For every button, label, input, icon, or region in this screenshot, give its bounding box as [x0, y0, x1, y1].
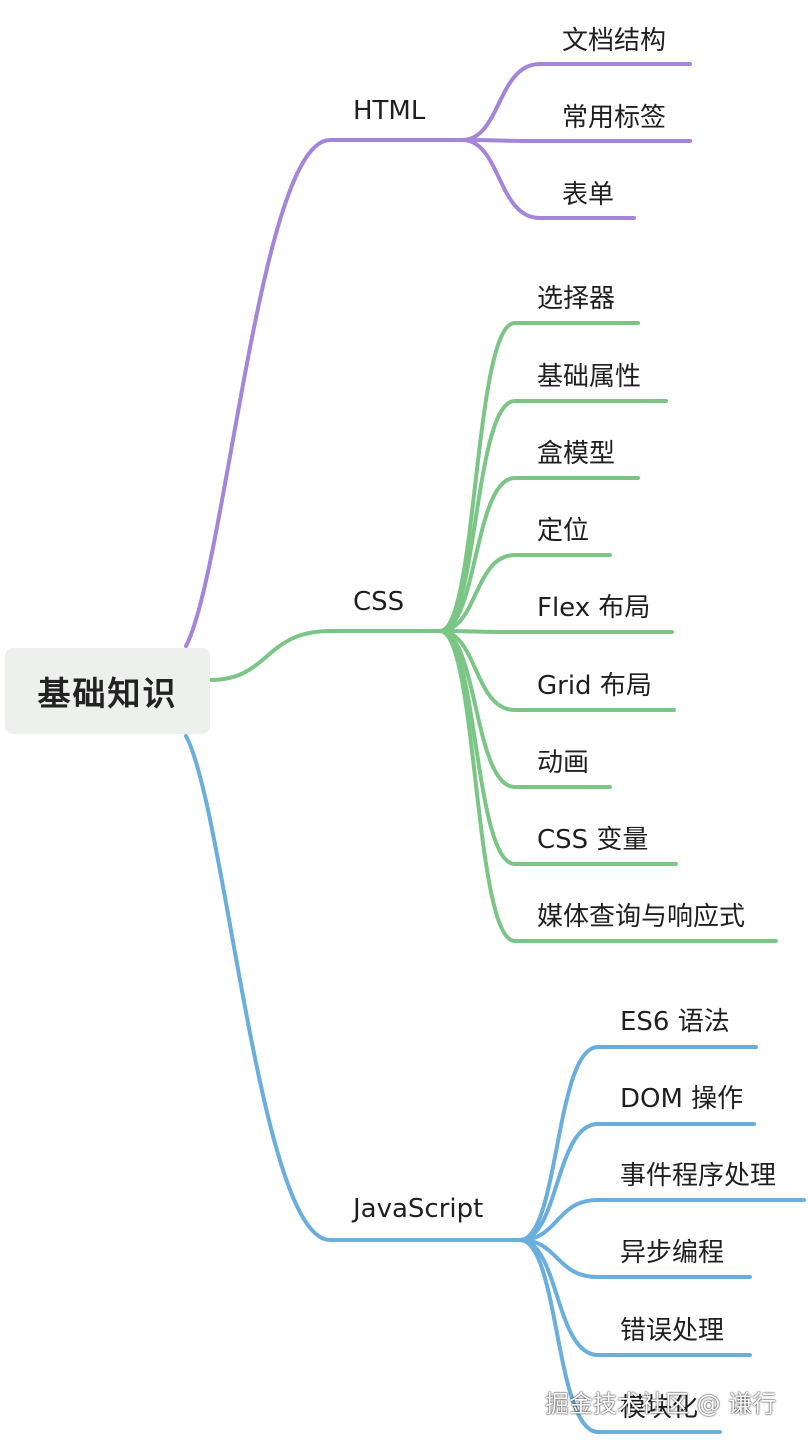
leaf-html-2[interactable]: 表单 [562, 180, 615, 210]
connector-js-leaf-5 [518, 1238, 722, 1434]
connector-js-leaf-2 [518, 1198, 806, 1242]
connector-js-leaf-4 [518, 1238, 752, 1357]
leaf-css-3[interactable]: 定位 [537, 516, 590, 546]
leaf-js-1[interactable]: DOM 操作 [620, 1084, 744, 1114]
connector-css-leaf-4 [438, 629, 674, 634]
connector-html-leaf-0 [460, 62, 692, 142]
connector-js-leaf-0 [518, 1045, 758, 1242]
leaf-css-2[interactable]: 盒模型 [537, 439, 616, 469]
connector-css-leaf-3 [438, 553, 612, 633]
leaf-css-7[interactable]: CSS 变量 [537, 825, 649, 855]
leaf-css-5[interactable]: Grid 布局 [537, 671, 652, 701]
root-node[interactable]: 基础知识 [5, 648, 210, 734]
connector-html-leaf-2 [460, 138, 636, 220]
leaf-css-0[interactable]: 选择器 [537, 284, 616, 314]
connector-root-js [184, 734, 522, 1242]
connector-html-leaf-1 [460, 138, 692, 143]
leaf-css-6[interactable]: 动画 [537, 748, 590, 778]
connector-js-leaf-3 [518, 1238, 752, 1279]
leaf-css-8[interactable]: 媒体查询与响应式 [537, 902, 746, 932]
connector-js-leaf-1 [518, 1122, 756, 1242]
connector-css-leaf-1 [438, 399, 668, 633]
connector-root-html [184, 138, 464, 648]
watermark-text: 掘金技术社区 @ 谦行 [545, 1390, 777, 1418]
root-label: 基础知识 [37, 674, 178, 713]
connector-root-css [208, 629, 442, 682]
leaf-js-5[interactable]: 模块化 [620, 1393, 699, 1423]
connector-css-leaf-8 [438, 629, 778, 943]
leaf-html-0[interactable]: 文档结构 [562, 26, 667, 56]
branch-css-label[interactable]: CSS [353, 587, 405, 617]
leaf-css-4[interactable]: Flex 布局 [537, 593, 651, 623]
leaf-js-2[interactable]: 事件程序处理 [620, 1161, 777, 1191]
leaf-html-1[interactable]: 常用标签 [562, 103, 667, 133]
connector-css-leaf-2 [438, 476, 640, 633]
leaf-js-0[interactable]: ES6 语法 [620, 1007, 730, 1037]
branch-html-label[interactable]: HTML [353, 96, 426, 126]
branch-js-label[interactable]: JavaScript [353, 1194, 484, 1224]
connector-css-leaf-5 [438, 629, 676, 712]
leaf-js-3[interactable]: 异步编程 [620, 1238, 725, 1268]
leaf-js-4[interactable]: 错误处理 [620, 1316, 725, 1346]
leaf-css-1[interactable]: 基础属性 [537, 362, 642, 392]
